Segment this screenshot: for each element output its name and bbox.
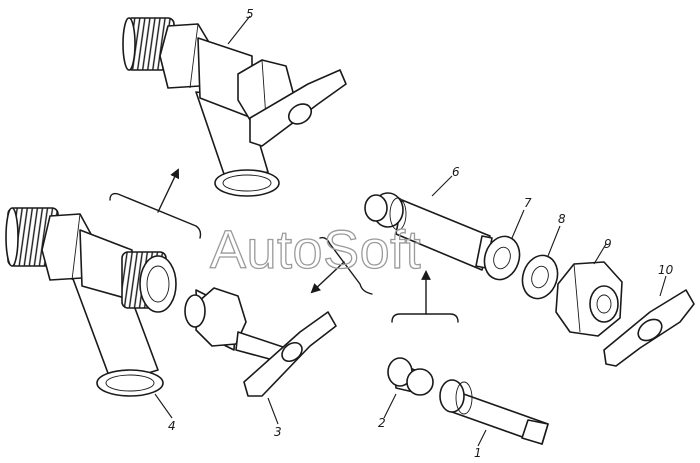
part-4-valve-body [5,207,177,419]
part-8-washer [521,225,561,300]
part-10-handle [603,275,695,367]
assembly-bracket-left [109,168,202,239]
callout-3: 3 [274,425,282,439]
callout-2: 2 [378,416,386,430]
assembly-bracket-middle [310,236,373,295]
callout-7: 7 [524,196,532,210]
callout-8: 8 [558,212,566,226]
part-5-assembled-tap [122,15,347,197]
callout-10: 10 [658,263,674,277]
callout-1: 1 [474,446,482,460]
assembly-bracket-right [391,270,459,323]
part-2-seal [383,357,434,419]
part-6-stem [364,175,493,271]
part-9-cap-nut [555,243,623,337]
callout-4: 4 [168,419,176,433]
callout-5: 5 [246,7,254,21]
callout-6: 6 [452,165,460,179]
watermark-text: AutoSoft [210,220,421,280]
part-3-stem-handle [184,287,337,425]
part-7-washer [483,209,525,281]
part-1-stem [439,379,549,447]
callout-9: 9 [604,237,612,251]
